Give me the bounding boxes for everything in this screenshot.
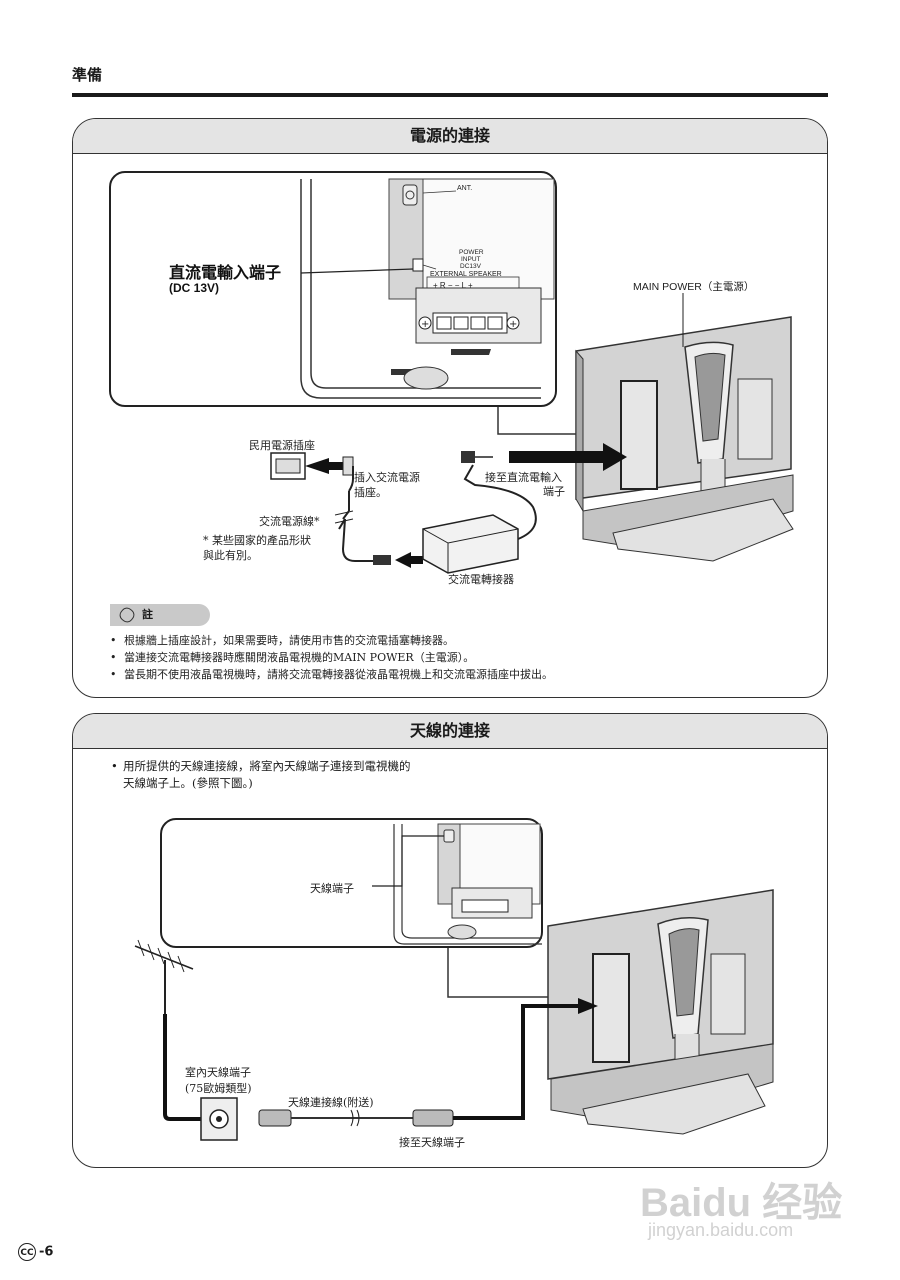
- indoor-terminal-label-1: 室內天線端子: [185, 1066, 251, 1079]
- antenna-intro-line: •用所提供的天線連接線，將室內天線端子連接到電視機的: [111, 759, 411, 773]
- watermark-site: jingyan.baidu.com: [648, 1220, 794, 1240]
- note-item: •當連接交流電轉接器時應關閉液晶電視機的MAIN POWER（主電源）。: [110, 651, 475, 664]
- power-input-label-1: POWER: [459, 249, 484, 256]
- ant-label: ANT.: [457, 185, 473, 192]
- insert-ac-label-2: 插座。: [354, 486, 387, 499]
- note-badge: 註: [110, 604, 210, 626]
- ac-cord-label: 交流電源線*: [259, 515, 320, 528]
- page-number: CC-6: [18, 1243, 53, 1261]
- speaker-polarity-label: + R − − L +: [433, 281, 473, 290]
- svg-text:+: +: [421, 319, 429, 330]
- connect-to-terminal-label: 接至天線端子: [399, 1136, 465, 1149]
- main-power-label: MAIN POWER（主電源）: [633, 281, 755, 293]
- antenna-terminal-label: 天線端子: [310, 882, 354, 895]
- wall-outlet-label: 民用電源插座: [249, 439, 315, 452]
- antenna-cable-label: 天線連接線(附送): [288, 1096, 374, 1109]
- power-panel-title: 電源的連接: [73, 119, 827, 154]
- dc-input-terminal-label: 直流電輸入端子: [169, 265, 282, 282]
- footnote-line-1: * 某些國家的產品形狀: [203, 534, 311, 547]
- antenna-connection-panel: 天線的連接 •用所提供的天線連接線，將室內天線端子連接到電視機的 天線端子上。(…: [72, 713, 828, 1168]
- power-connection-panel: 電源的連接 + + ANT: [72, 118, 828, 698]
- paperclip-icon: [117, 605, 137, 625]
- antenna-intro-line: 天線端子上。(參照下圖。): [123, 776, 253, 790]
- power-callout-inset: + + ANT. POWER INPUT DC13V EXTERNAL SPEA…: [109, 171, 557, 407]
- watermark-brand: Baidu 经验: [640, 1181, 843, 1225]
- antenna-callout-inset: 天線端子: [160, 818, 543, 948]
- power-input-label-2: INPUT: [461, 256, 481, 263]
- connect-dc-label-1: 接至直流電輸入: [485, 471, 562, 484]
- external-speaker-label: EXTERNAL SPEAKER: [430, 271, 502, 278]
- power-input-label-3: DC13V: [460, 263, 481, 270]
- tv-set-drawing: [575, 316, 794, 562]
- connect-dc-label-2: 端子: [543, 485, 565, 498]
- tv-set-drawing-2: [547, 889, 774, 1135]
- header-rule: [72, 93, 828, 97]
- note-item: •根據牆上插座設計，如果需要時，請使用市售的交流電插塞轉接器。: [110, 634, 454, 647]
- svg-text:+: +: [509, 319, 517, 330]
- indoor-terminal-label-2: (75歐姆類型): [185, 1082, 252, 1095]
- ac-adapter-label: 交流電轉接器: [448, 573, 514, 586]
- power-connection-drawing: [270, 293, 794, 574]
- footnote-line-2: 與此有別。: [203, 549, 258, 562]
- antenna-panel-title: 天線的連接: [73, 714, 827, 749]
- dc-voltage-label: (DC 13V): [169, 281, 220, 295]
- note-badge-label: 註: [142, 608, 153, 621]
- antenna-drawing: [134, 939, 194, 1014]
- insert-ac-label-1: 插入交流電源: [354, 471, 420, 484]
- tv-back-closeup-drawing: + +: [300, 178, 555, 399]
- cc-icon: CC: [18, 1243, 36, 1261]
- watermark: Baidu 经验 jingyan.baidu.com: [640, 1170, 890, 1250]
- section-header: 準備: [72, 66, 103, 84]
- antenna-connection-drawing: [134, 889, 774, 1141]
- tv-back-closeup-small-drawing: [372, 823, 542, 945]
- note-item: •當長期不使用液晶電視機時，請將交流電轉接器從液晶電視機上和交流電源插座中拔出。: [110, 668, 553, 681]
- antenna-intro-text: •用所提供的天線連接線，將室內天線端子連接到電視機的 天線端子上。(參照下圖。): [111, 758, 411, 792]
